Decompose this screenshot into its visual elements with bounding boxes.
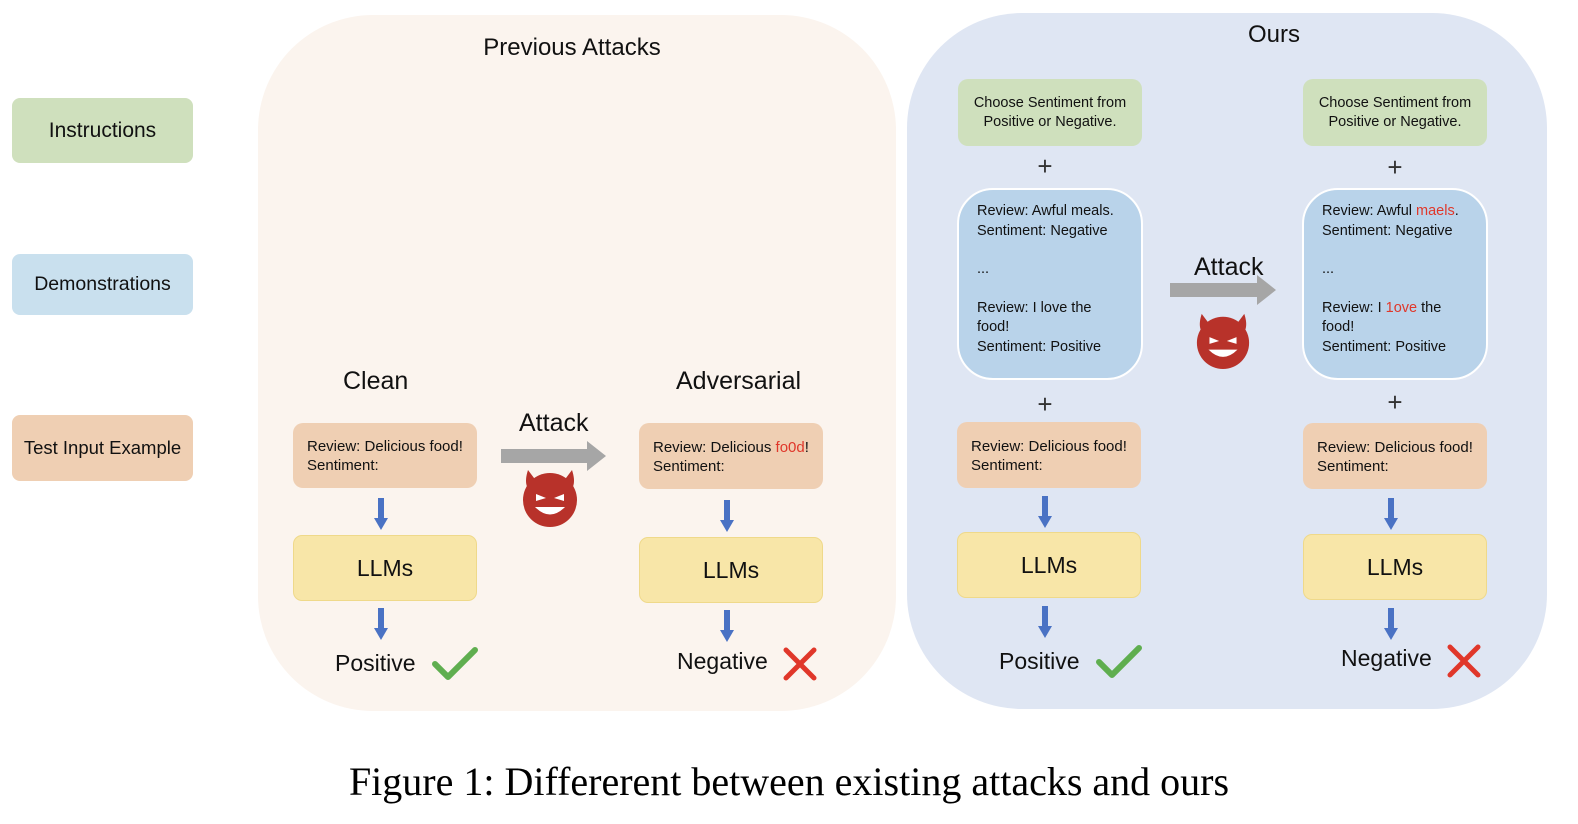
previous-attacks-panel — [258, 15, 896, 711]
ours-adv-demonstrations: Review: Awful maels. Sentiment: Negative… — [1302, 188, 1488, 380]
ours-attack-label: Attack — [1194, 253, 1264, 281]
cross-icon — [783, 647, 817, 681]
ours-clean-llm-box: LLMs — [957, 532, 1141, 598]
demo-adv-line3-prefix: Review: I — [1322, 299, 1386, 316]
demo-adv-line3-perturbed: 1ove — [1385, 299, 1418, 316]
demo-adv-line1-prefix: Review: Awful — [1322, 203, 1417, 219]
arrow-right-icon — [1170, 275, 1276, 305]
ours-clean-instruction: Choose Sentiment from Positive or Negati… — [958, 79, 1142, 146]
devil-icon — [1196, 313, 1250, 369]
adv-test-line1: Review: Delicious fo0d! — [653, 438, 809, 457]
legend-instructions: Instructions — [12, 98, 193, 163]
previous-attacks-title: Previous Attacks — [483, 34, 661, 61]
ours-adv-llm-box: LLMs — [1303, 534, 1487, 600]
arrow-down-icon — [374, 608, 388, 640]
ours-adv-test-line1: Review: Delicious food! — [1317, 439, 1473, 456]
ours-title: Ours — [1247, 21, 1300, 48]
ours-adv-llm-label: LLMs — [1366, 553, 1424, 580]
demo-adv-ellipsis: ... — [1322, 261, 1335, 277]
figure-caption: Figure 1: Differerent between existing a… — [348, 759, 1230, 804]
clean-test-line1: Review: Delicious food! — [307, 438, 463, 455]
plus-icon: + — [1037, 389, 1053, 419]
adv-review-suffix: ! — [804, 439, 809, 456]
adversarial-llm-box: LLMs — [639, 537, 823, 603]
check-icon — [432, 647, 478, 680]
adversarial-label: Adversarial — [676, 367, 802, 395]
ours-clean-test-line1: Review: Delicious food! — [971, 438, 1127, 455]
legend-instructions-label: Instructions — [48, 118, 157, 142]
legend-test-input: Test Input Example — [12, 415, 193, 481]
demo-clean-line4: Sentiment: Positive — [977, 338, 1102, 355]
plus-icon: + — [1387, 152, 1403, 182]
adversarial-test-input: Review: Delicious fo0d! Sentiment: — [639, 423, 823, 489]
arrow-down-icon — [1038, 606, 1052, 638]
clean-result: Positive — [335, 650, 416, 676]
demo-adv-line1: Review: Awful maels. — [1322, 202, 1468, 222]
check-icon — [1096, 645, 1142, 678]
arrow-right-icon — [501, 441, 606, 471]
arrow-down-icon — [1384, 608, 1398, 640]
ours-adv-instruction-text: Choose Sentiment from Positive or Negati… — [1318, 94, 1472, 130]
demo-adv-line1-perturbed: maels — [1416, 203, 1455, 219]
arrow-down-icon — [1384, 498, 1398, 530]
adversarial-result: Negative — [677, 648, 768, 674]
arrow-down-icon — [1038, 496, 1052, 528]
ours-adv-test-input: Review: Delicious food! Sentiment: — [1303, 423, 1487, 489]
ours-clean-test-input: Review: Delicious food! Sentiment: — [957, 422, 1141, 488]
ours-adv-result: Negative — [1341, 645, 1432, 671]
devil-icon — [523, 470, 577, 527]
previous-attack-label: Attack — [519, 409, 589, 437]
adv-review-prefix: Review: Delicious — [653, 439, 776, 456]
demo-clean-line3: Review: I love the food! — [977, 299, 1092, 336]
plus-icon: + — [1037, 151, 1053, 181]
clean-test-input: Review: Delicious food! Sentiment: — [293, 423, 477, 488]
ours-adv-test-line2: Sentiment: — [1317, 458, 1389, 475]
clean-llm-box: LLMs — [293, 535, 477, 601]
arrow-down-icon — [720, 500, 734, 532]
demo-adv-line2: Sentiment: Negative — [1322, 222, 1453, 239]
clean-llm-label: LLMs — [356, 554, 414, 581]
ours-clean-instruction-text: Choose Sentiment from Positive or Negati… — [973, 94, 1127, 130]
ours-clean-demonstrations: Review: Awful meals. Sentiment: Negative… — [957, 188, 1143, 380]
legend-demonstrations-label: Demonstrations — [34, 273, 171, 295]
arrow-down-icon — [720, 610, 734, 642]
demo-clean-ellipsis: ... — [977, 261, 990, 277]
legend-demonstrations: Demonstrations — [12, 254, 193, 315]
arrow-down-icon — [374, 498, 388, 530]
adv-review-perturbed: fo0d — [775, 439, 805, 456]
adversarial-llm-label: LLMs — [702, 556, 760, 583]
ours-clean-test-line2: Sentiment: — [971, 457, 1043, 474]
demo-adv-line4: Sentiment: Positive — [1322, 338, 1447, 355]
ours-adv-instruction: Choose Sentiment from Positive or Negati… — [1303, 79, 1487, 146]
ours-clean-llm-label: LLMs — [1020, 551, 1078, 578]
ours-clean-result: Positive — [999, 648, 1080, 674]
demo-clean-line2: Sentiment: Negative — [977, 222, 1108, 239]
demo-clean-line1: Review: Awful meals. — [977, 203, 1114, 219]
adv-test-line2: Sentiment: — [653, 458, 725, 475]
demo-adv-line3-suffix: the food! — [1322, 299, 1442, 336]
clean-test-line2: Sentiment: — [307, 457, 379, 474]
plus-icon: + — [1387, 387, 1403, 417]
cross-icon — [1447, 644, 1481, 678]
clean-label: Clean — [343, 367, 409, 395]
demo-adv-line3: Review: I 1ove the food! — [1322, 299, 1468, 338]
legend-test-input-label: Test Input Example — [23, 437, 182, 458]
demo-adv-line1-suffix: . — [1454, 203, 1459, 219]
